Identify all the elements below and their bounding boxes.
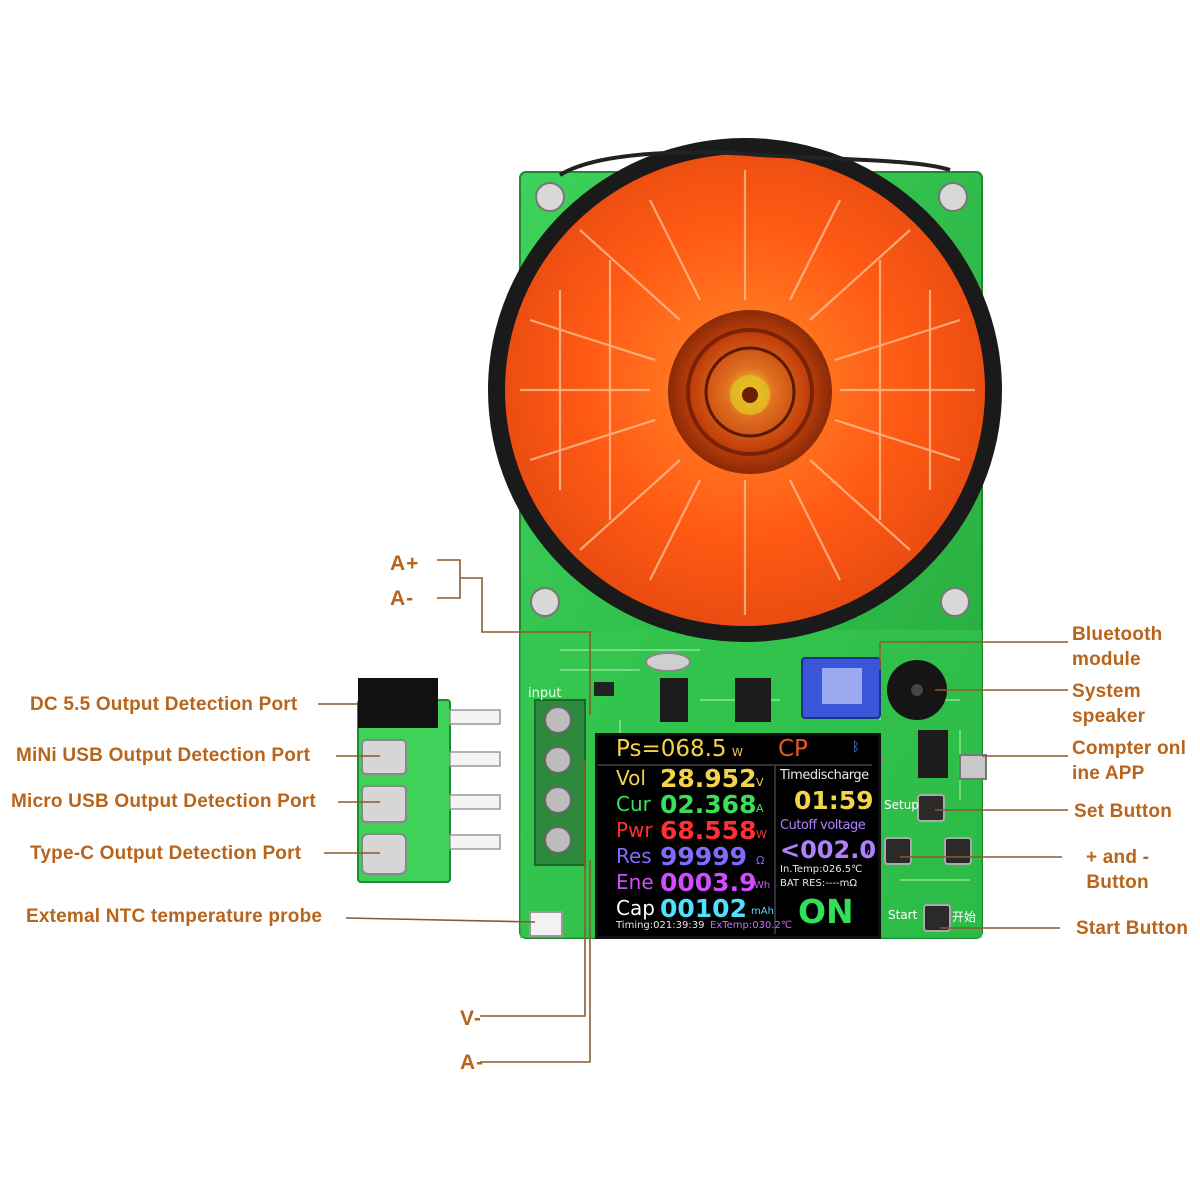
- lcd-divider-vertical: [774, 766, 776, 934]
- bat-res-readout: BAT RES:----mΩ: [780, 878, 858, 889]
- label-a-plus-top: A+: [390, 552, 420, 575]
- ex-temp-readout: ExTemp:030.2℃: [710, 920, 793, 931]
- label-ntc-probe: Extemal NTC temperature probe: [26, 906, 323, 927]
- ene-label: Ene: [616, 870, 654, 894]
- vol-unit: V: [756, 776, 764, 789]
- vol-value: 28.952: [660, 764, 757, 793]
- vol-label: Vol: [616, 766, 646, 790]
- cur-unit: A: [756, 802, 764, 815]
- label-bluetooth-module: Bluetooth module: [1072, 624, 1163, 670]
- label-v-minus: V-: [460, 1007, 482, 1030]
- ene-unit: Wh: [754, 880, 771, 891]
- in-temp-readout: In.Temp:026.5℃: [780, 864, 863, 875]
- cooling-fan: [488, 138, 1002, 642]
- lcd-divider-top: [598, 764, 872, 766]
- leader-lines: [318, 559, 1068, 1063]
- bluetooth-module: [801, 657, 881, 719]
- timedischarge-label: Timedischarge: [780, 768, 869, 783]
- res-label: Res: [616, 844, 652, 868]
- label-micro-usb-port: Micro USB Output Detection Port: [11, 791, 316, 812]
- silk-start-cn-label: 开始: [952, 910, 977, 924]
- silk-input-label: input: [528, 686, 562, 701]
- label-system-speaker: System speaker: [1072, 681, 1146, 727]
- output-state: ON: [798, 892, 854, 931]
- cur-label: Cur: [616, 792, 651, 816]
- ps-unit: W: [732, 746, 743, 759]
- cur-value: 02.368: [660, 790, 757, 819]
- label-a-minus-bottom: A-: [460, 1051, 485, 1074]
- bluetooth-icon: ᛒ: [852, 740, 860, 755]
- pwr-label: Pwr: [616, 818, 653, 842]
- ene-value: 0003.9: [660, 868, 757, 897]
- pwr-value: 68.558: [660, 816, 757, 845]
- label-start-button: Start Button: [1076, 918, 1189, 939]
- input-terminal-block: [534, 699, 586, 866]
- pwr-unit: W: [756, 828, 767, 841]
- timing-readout: Timing:021:39:39: [616, 920, 705, 931]
- timedischarge-value: 01:59: [794, 786, 874, 815]
- cap-unit: mAh: [751, 906, 774, 917]
- cutoff-unit: V: [862, 848, 870, 861]
- mode-readout: CP: [778, 736, 808, 762]
- silk-setup-label: Setup: [884, 798, 919, 812]
- cutoff-value: <002.0: [780, 836, 877, 864]
- cap-label: Cap: [616, 896, 655, 920]
- silk-start-label: Start: [888, 908, 918, 922]
- system-speaker: [887, 660, 947, 720]
- label-computer-app: Compter onl ine APP: [1072, 738, 1187, 784]
- res-unit: Ω: [756, 854, 765, 867]
- cutoff-label: Cutoff voltage: [780, 818, 866, 833]
- board-usb-port: [959, 754, 987, 780]
- label-plus-minus-button: + and - Button: [1086, 847, 1150, 893]
- label-mini-usb-port: MiNi USB Output Detection Port: [16, 745, 311, 766]
- cap-value: 00102: [660, 894, 747, 923]
- res-value: 99999: [660, 842, 747, 871]
- ps-readout: Ps=068.5: [616, 736, 727, 762]
- label-set-button: Set Button: [1074, 801, 1173, 822]
- label-dc55-port: DC 5.5 Output Detection Port: [30, 694, 298, 715]
- mount-screws: [530, 182, 970, 617]
- port-module-board: [357, 678, 501, 883]
- lcd-display: Ps=068.5 W CP ᛒ Vol 28.952 V Cur 02.368 …: [595, 733, 881, 939]
- label-type-c-port: Type-C Output Detection Port: [30, 843, 302, 864]
- ntc-connector: [529, 911, 563, 937]
- label-a-minus-top: A-: [390, 587, 415, 610]
